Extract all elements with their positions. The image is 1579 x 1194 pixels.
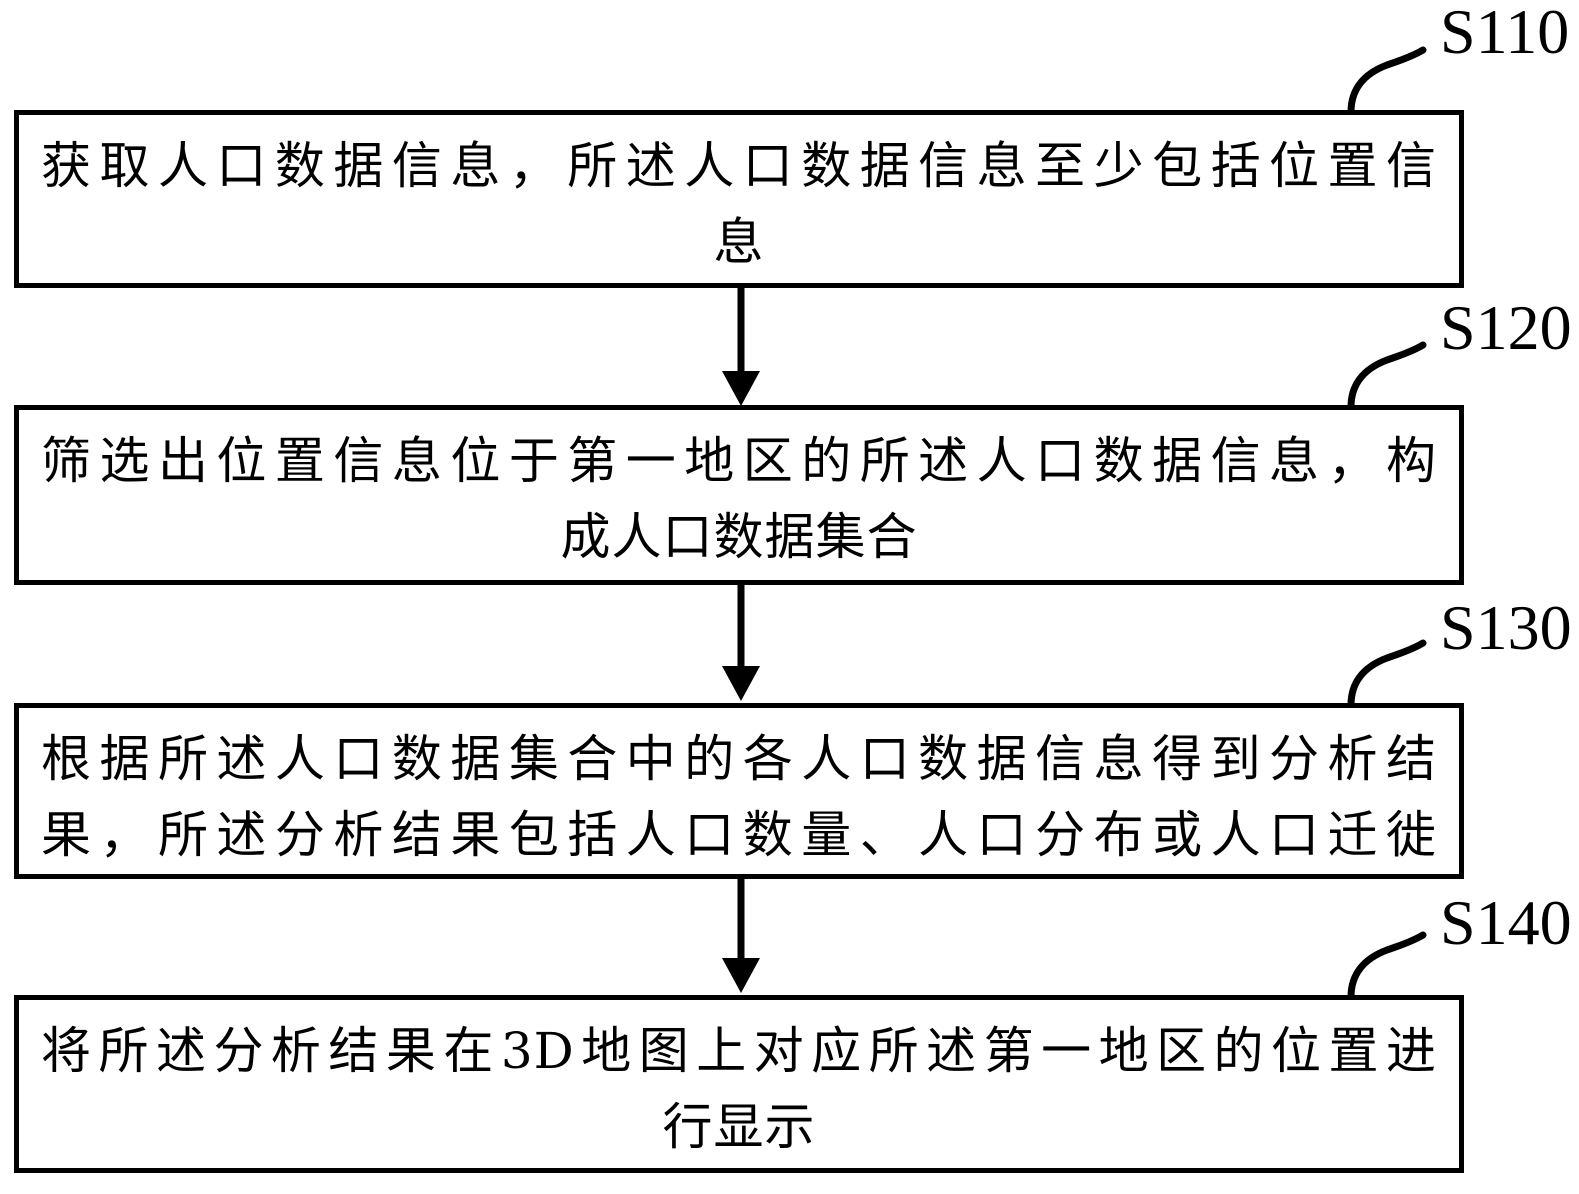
step-label-s140: S140: [1440, 887, 1572, 958]
flow-arrow-3: [722, 877, 760, 993]
step-box-s120: 筛选出位置信息位于第一地区的所述人口数据信息，构 成人口数据集合: [14, 405, 1464, 585]
step-s110-text-line2: 息: [713, 213, 765, 271]
step-box-s140: 将所述分析结果在3D地图上对应所述第一地区的位置进 行显示: [14, 995, 1464, 1173]
flow-arrow-1: [722, 286, 760, 406]
step-s110-text-line1: 获取人口数据信息，所述人口数据信息至少包括位置信: [41, 137, 1437, 195]
step-s120-text-line1: 筛选出位置信息位于第一地区的所述人口数据信息，构: [41, 432, 1437, 490]
leader-line-s130: [1347, 639, 1427, 709]
leader-line-s140: [1347, 931, 1427, 1001]
step-label-s130: S130: [1440, 592, 1572, 663]
step-s120-text-line2: 成人口数据集合: [560, 508, 918, 566]
flow-arrow-2: [722, 583, 760, 701]
step-s130-text-line1: 根据所述人口数据集合中的各人口数据信息得到分析结: [41, 730, 1437, 788]
step-label-s120: S120: [1440, 292, 1572, 363]
step-box-s130: 根据所述人口数据集合中的各人口数据信息得到分析结 果，所述分析结果包括人口数量、…: [14, 703, 1464, 879]
step-s140-text-line2: 行显示: [662, 1098, 816, 1156]
leader-line-s110: [1347, 46, 1427, 116]
step-s140-text-line1: 将所述分析结果在3D地图上对应所述第一地区的位置进: [41, 1022, 1437, 1080]
step-box-s110: 获取人口数据信息，所述人口数据信息至少包括位置信 息: [14, 110, 1464, 288]
leader-line-s120: [1347, 341, 1427, 411]
step-label-s110: S110: [1440, 0, 1570, 67]
step-s130-text-line2: 果，所述分析结果包括人口数量、人口分布或人口迁徙: [41, 806, 1437, 864]
